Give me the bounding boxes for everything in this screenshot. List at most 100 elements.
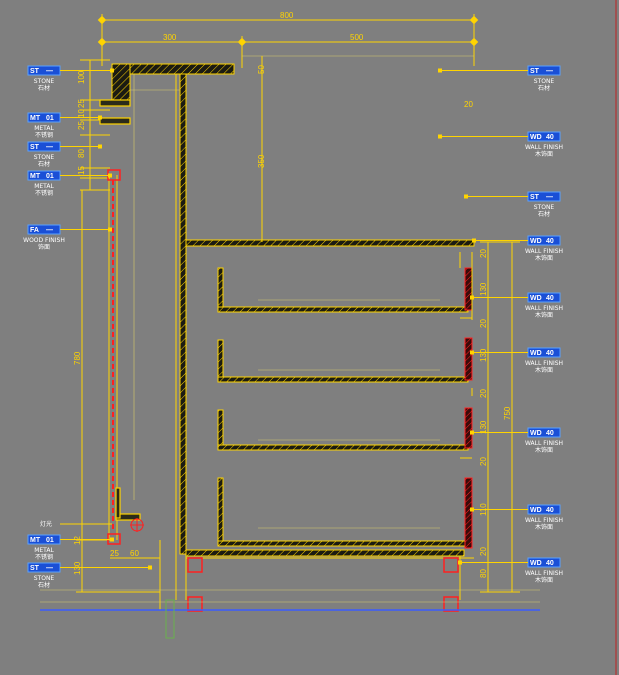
- tag-material-cn: 石材: [538, 84, 550, 92]
- tag-material-name: WALL FINISH: [525, 248, 563, 255]
- tag-material-name: WALL FINISH: [525, 360, 563, 367]
- tag-code: WD: [530, 350, 542, 357]
- tag-code: MT: [30, 173, 41, 180]
- dim-stone-top: 100: [77, 70, 86, 84]
- tag-leader-dot: [438, 134, 442, 139]
- tag-material-cn: 木饰面: [535, 523, 553, 531]
- tag-material-cn: 不锈钢: [35, 131, 53, 139]
- tag-number: 40: [546, 560, 554, 567]
- dim-20-top-right: 20: [464, 100, 473, 109]
- dim-shelf2: 130: [479, 348, 488, 362]
- tag-leader-dot: [470, 350, 474, 355]
- tag-number: 40: [546, 350, 554, 357]
- tag-material-cn: 石材: [38, 581, 50, 589]
- dim-right-width: 500: [350, 33, 364, 42]
- tag-material-cn: 木饰面: [535, 446, 553, 454]
- tag-number: —: [46, 144, 53, 151]
- tag-material-name: WALL FINISH: [525, 517, 563, 524]
- left-dimensions: 100 25 10 25 80 15 780 12 130 25 60: [73, 59, 160, 593]
- tag-material-name: STONE: [34, 575, 55, 582]
- tag-material-name: WALL FINISH: [525, 144, 563, 151]
- tag-code: ST: [30, 565, 40, 572]
- tag-leader-dot: [464, 194, 468, 199]
- tag-material-name: STONE: [534, 204, 555, 211]
- tag-code: WD: [530, 134, 542, 141]
- dim-left-width: 300: [163, 33, 177, 42]
- tag-number: 01: [46, 173, 54, 180]
- dim-780: 780: [73, 351, 82, 365]
- dim-bottom-25: 25: [110, 549, 119, 558]
- tag-code: FA: [30, 227, 39, 234]
- tag-number: 01: [46, 537, 54, 544]
- dim-80-left: 80: [77, 149, 86, 158]
- dim-top-offset: 50: [257, 65, 266, 74]
- tag-leader-dot: [438, 68, 442, 73]
- tag-number: 01: [46, 115, 54, 122]
- tag-code: ST: [530, 68, 540, 75]
- dim-25a: 25: [77, 99, 86, 108]
- tag-code: ST: [30, 144, 40, 151]
- tag-code: WD: [530, 507, 542, 514]
- tag-code: ST: [30, 68, 40, 75]
- dim-bottom-130: 130: [73, 561, 82, 575]
- dim-bottom-60: 60: [130, 549, 139, 558]
- tag-code: MT: [30, 115, 41, 122]
- tag-material-cn: 木饰面: [535, 311, 553, 319]
- tag-material-name: STONE: [34, 78, 55, 85]
- tag-material-cn: 木饰面: [535, 576, 553, 584]
- dim-gap4: 20: [479, 547, 488, 556]
- dim-350: 350: [257, 154, 266, 168]
- dim-gap-top: 20: [479, 249, 488, 258]
- dim-750: 750: [503, 406, 512, 420]
- tag-leader-dot: [98, 115, 102, 120]
- tag-number: —: [46, 565, 53, 572]
- tag-number: —: [46, 68, 53, 75]
- tag-number: 40: [546, 295, 554, 302]
- tag-material-name: METAL: [34, 125, 54, 132]
- tag-code: WD: [530, 430, 542, 437]
- dim-gap2: 20: [479, 389, 488, 398]
- dim-shelf1: 130: [479, 282, 488, 296]
- tag-leader-dot: [148, 565, 152, 570]
- tag-code: ST: [530, 194, 540, 201]
- tag-material-name: WALL FINISH: [525, 305, 563, 312]
- tag-material-cn: 不锈钢: [35, 553, 53, 561]
- light-label: 灯光: [40, 520, 52, 528]
- dim-overall-width: 800: [280, 11, 294, 20]
- dim-shelf3: 130: [479, 420, 488, 434]
- tag-material-cn: 石材: [538, 210, 550, 218]
- tag-number: —: [46, 227, 53, 234]
- tag-code: WD: [530, 560, 542, 567]
- dim-bottom-80: 80: [479, 569, 488, 578]
- tag-number: 40: [546, 134, 554, 141]
- tag-material-name: WALL FINISH: [525, 440, 563, 447]
- tag-leader-dot: [470, 295, 474, 300]
- tag-leader-dot: [470, 507, 474, 512]
- dim-25b: 25: [77, 121, 86, 130]
- tag-material-name: STONE: [534, 78, 555, 85]
- tag-leader-dot: [470, 430, 474, 435]
- tag-number: 40: [546, 507, 554, 514]
- tag-material-cn: 不锈钢: [35, 189, 53, 197]
- tag-leader-dot: [110, 68, 114, 73]
- tag-material-name: WOOD FINISH: [23, 237, 65, 244]
- tag-number: 40: [546, 238, 554, 245]
- top-dimensions: 800 300 500: [97, 11, 479, 68]
- tag-number: —: [546, 68, 553, 75]
- tag-material-cn: 饰面: [38, 243, 50, 251]
